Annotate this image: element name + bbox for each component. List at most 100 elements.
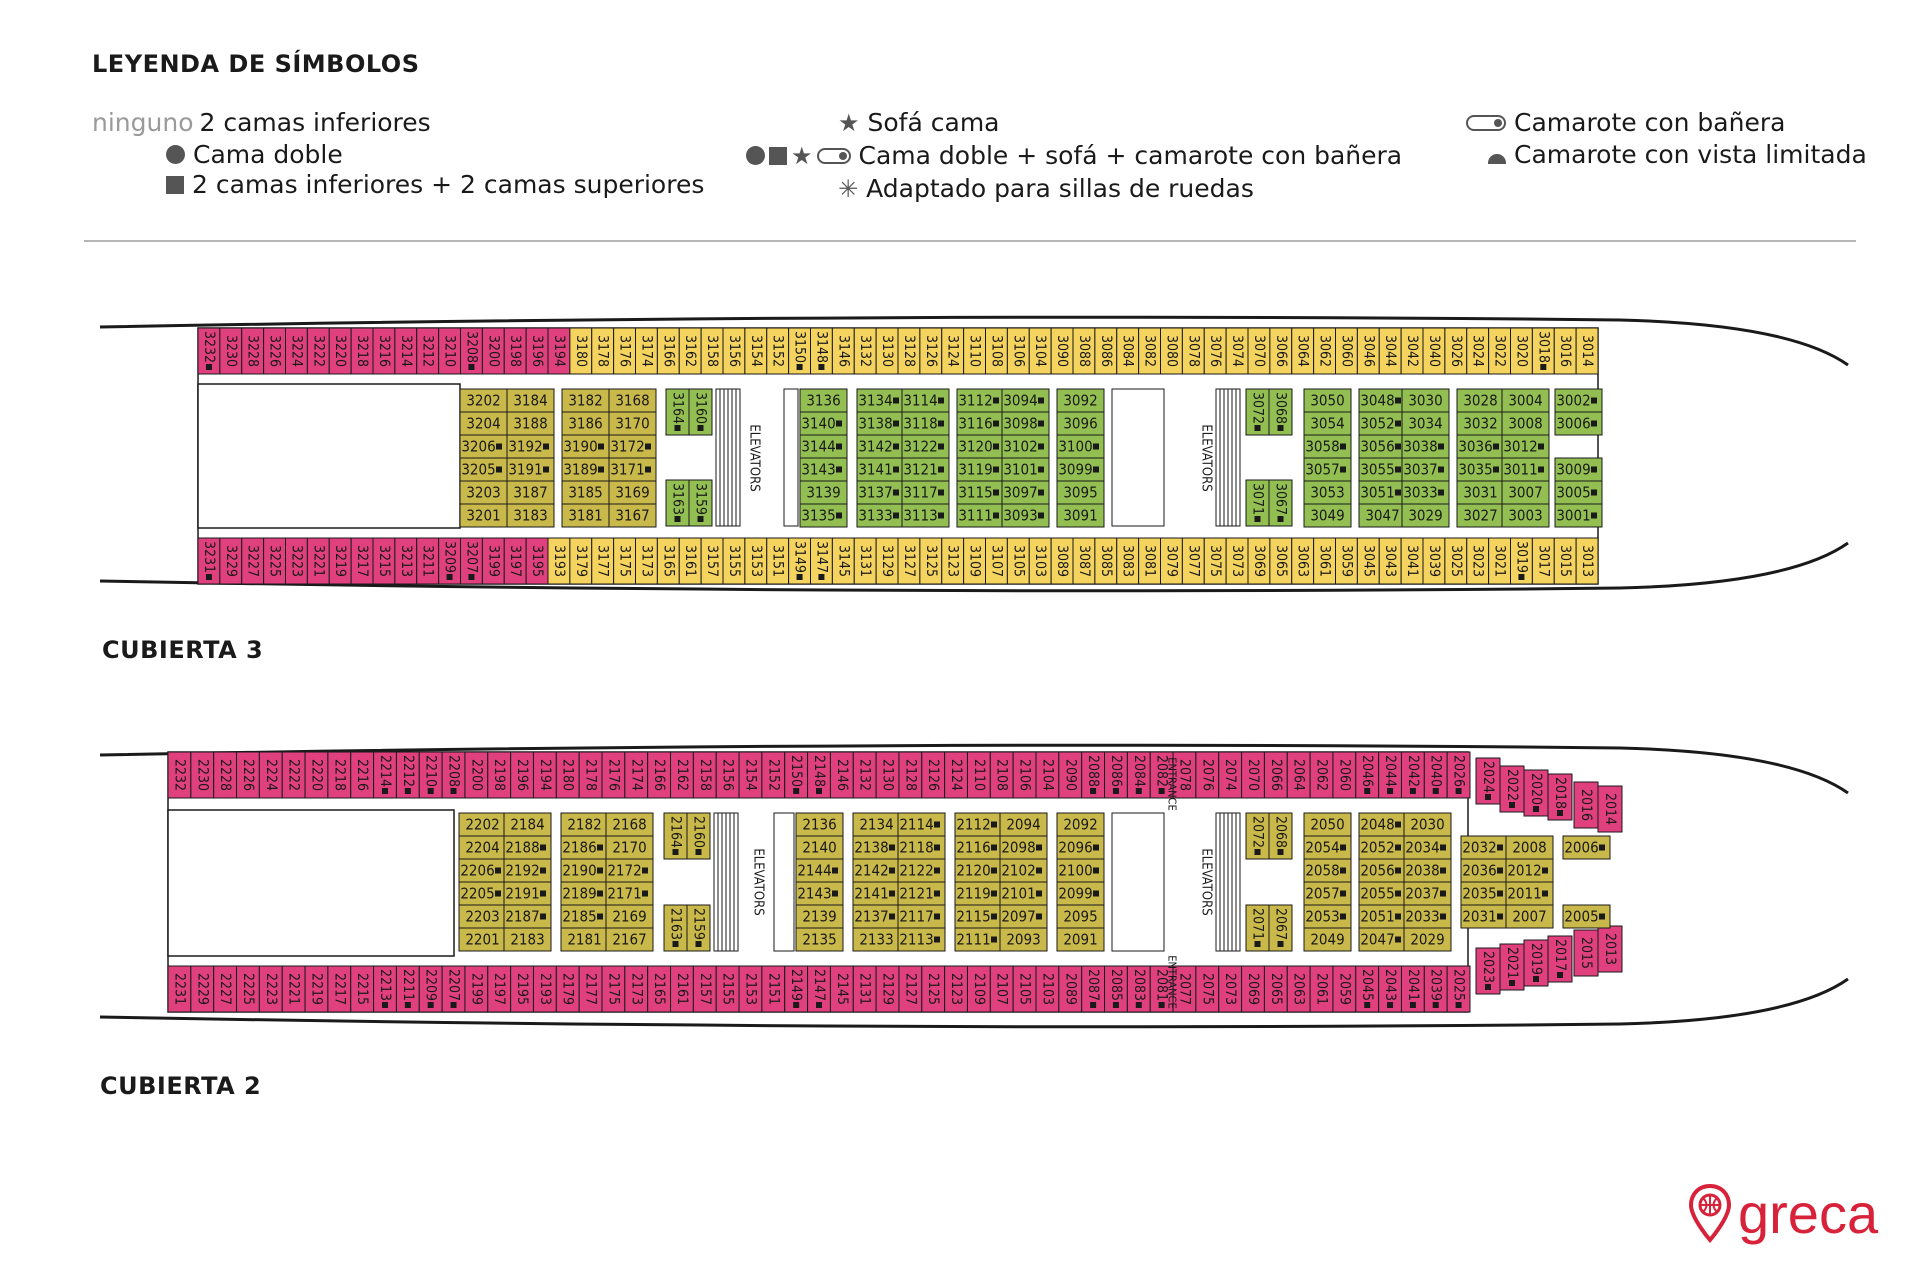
cabin-number: 2052	[1360, 839, 1394, 857]
cabin-number: 3083	[1120, 545, 1136, 577]
cabin-number: 3093	[1003, 507, 1037, 525]
upper-beds-mark	[993, 397, 999, 404]
cabin-number: 2065	[1268, 973, 1284, 1005]
cabin-number: 2022	[1504, 769, 1520, 801]
upper-beds-mark	[597, 867, 603, 874]
cabin-number: 3043	[1382, 545, 1398, 577]
cabin-number: 3018	[1535, 331, 1551, 363]
cabin-number: 3128	[901, 335, 917, 367]
cabin-number: 2023	[1480, 951, 1496, 983]
cabin	[1056, 503, 1105, 528]
cabin-number: 3201	[466, 507, 500, 525]
cabin-number: 3106	[1010, 335, 1026, 367]
cabin-number: 3191	[508, 461, 542, 479]
upper-beds-mark	[1509, 802, 1515, 808]
cabin-number: 2174	[628, 759, 644, 791]
cabin-number: 2018	[1552, 777, 1568, 809]
upper-beds-mark	[1432, 788, 1439, 794]
cabin-number: 3172	[610, 438, 644, 456]
cabin-number: 2088	[1085, 755, 1101, 787]
cabin-number: 2068	[1273, 816, 1289, 848]
cabin-number: 3077	[1185, 545, 1201, 577]
upper-beds-mark	[938, 466, 944, 473]
cabin-number: 3223	[288, 545, 304, 577]
cabin-number: 2072	[1250, 816, 1266, 848]
cabin-number: 2120	[956, 862, 990, 880]
upper-beds-mark	[1395, 936, 1401, 943]
upper-beds-mark	[1277, 516, 1284, 522]
cabin-number: 2187	[505, 908, 539, 926]
cabin	[1303, 927, 1352, 952]
cabin-number: 2021	[1504, 947, 1520, 979]
cabin-number: 2228	[217, 759, 233, 791]
cabin-number: 3067	[1273, 483, 1289, 515]
cabin-number: 3057	[1305, 461, 1339, 479]
cabin-number: 3148	[813, 331, 829, 363]
upper-beds-mark	[1395, 890, 1401, 897]
upper-beds-mark	[1538, 443, 1544, 450]
upper-beds-mark	[382, 788, 388, 794]
cabin-number: 3124	[945, 335, 961, 367]
cabin-number: 2122	[899, 862, 933, 880]
cabin	[688, 388, 713, 436]
cabin-number: 3219	[332, 545, 348, 577]
upper-beds-mark	[674, 425, 681, 431]
upper-beds-mark	[1395, 466, 1401, 473]
cabin-number: 2147	[811, 969, 827, 1001]
legend-label: 2 camas inferiores	[199, 108, 431, 137]
cabin-number: 3007	[1508, 484, 1542, 502]
cabin-number: 3226	[267, 335, 283, 367]
upper-beds-mark	[450, 788, 457, 794]
cabin-number: 3213	[398, 545, 414, 577]
upper-beds-mark	[1497, 844, 1503, 851]
cabin-number: 3115	[958, 484, 992, 502]
cabin-number: 2142	[854, 862, 888, 880]
cabin-number: 3159	[693, 483, 709, 515]
cabin-number: 3190	[563, 438, 597, 456]
upper-beds-mark	[934, 890, 940, 897]
cabin-number: 2006	[1564, 839, 1598, 857]
upper-beds-mark	[1158, 788, 1165, 794]
upper-beds-mark	[642, 890, 648, 897]
cabin-number: 2137	[854, 908, 888, 926]
cabin-number: 3090	[1054, 335, 1070, 367]
cabin-number: 2229	[194, 973, 210, 1005]
cabin	[1573, 781, 1599, 829]
cabin-number: 3184	[513, 392, 547, 410]
upper-beds-mark	[832, 890, 838, 897]
cabin-number: 3220	[332, 335, 348, 367]
lounge-area	[167, 809, 455, 957]
cabin-number: 2139	[802, 908, 836, 926]
circle-icon	[166, 145, 185, 164]
cabin-number: 3021	[1492, 545, 1508, 577]
cabin-number: 3129	[879, 545, 895, 577]
legend-label: Camarote con vista limitada	[1514, 140, 1867, 169]
legend-item-two-lower: ninguno 2 camas inferiores	[92, 108, 431, 137]
upper-beds-mark	[1591, 420, 1597, 427]
upper-beds-mark	[446, 574, 453, 580]
cabin	[1501, 503, 1550, 528]
cabin-number: 3105	[1010, 545, 1026, 577]
cabin-number: 2117	[899, 908, 933, 926]
cabin-number: 2013	[1602, 933, 1618, 965]
cabin-number: 2017	[1552, 939, 1568, 971]
cabin-number: 3081	[1142, 545, 1158, 577]
upper-beds-mark	[695, 941, 702, 947]
upper-beds-mark	[1093, 890, 1099, 897]
cabin-number: 3163	[670, 483, 686, 515]
upper-beds-mark	[468, 364, 475, 370]
cabin	[1575, 327, 1599, 375]
upper-beds-mark	[1497, 867, 1503, 874]
cabin-number: 3168	[615, 392, 649, 410]
upper-beds-mark	[1395, 420, 1401, 427]
cabin-number: 3174	[638, 335, 654, 367]
cabin-number: 2161	[674, 973, 690, 1005]
upper-beds-mark	[205, 364, 212, 370]
cabin-number: 2222	[286, 759, 302, 791]
upper-beds-mark	[597, 913, 603, 920]
cabin-number: 2126	[925, 759, 941, 791]
bathtub-icon	[816, 147, 851, 164]
cabin-number: 3039	[1426, 545, 1442, 577]
cabin-number: 3151	[770, 545, 786, 577]
cabin-number: 3156	[726, 335, 742, 367]
